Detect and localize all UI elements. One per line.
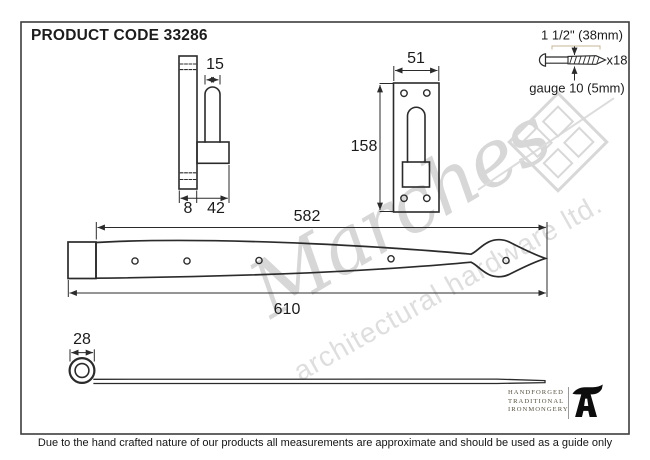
product-code-title: PRODUCT CODE 33286 (31, 27, 208, 44)
screw-drawing (538, 45, 607, 81)
dim-plate-width: 51 (407, 49, 425, 67)
screw-length-label: 1 1/2" (38mm) (541, 27, 623, 42)
brand-text-block: HANDFORGED TRADITIONAL IRONMONGERY (508, 389, 569, 415)
disclaimer-text: Due to the hand crafted nature of our pr… (37, 437, 613, 449)
strap-front-view-drawing (67, 222, 549, 297)
dim-eye-width: 28 (73, 331, 91, 348)
dim-plate-height: 158 (350, 138, 378, 155)
strap-side-view-drawing (68, 349, 546, 385)
dim-overall-length: 610 (273, 301, 301, 318)
pin-front-view-drawing (377, 66, 440, 213)
dim-pin-width: 15 (206, 56, 224, 73)
brand-line-2: TRADITIONAL (508, 397, 565, 405)
pin-side-view-drawing (178, 55, 230, 203)
brand-divider-line (568, 387, 569, 419)
brand-line-1: HANDFORGED (508, 389, 564, 396)
screw-quantity-label: x18 (606, 52, 628, 67)
dim-strap-length: 582 (293, 208, 321, 225)
screw-gauge-label: gauge 10 (5mm) (529, 80, 625, 96)
dim-pin-offset: 42 (207, 199, 225, 217)
dim-plate-thickness: 8 (183, 199, 193, 217)
brand-line-3: IRONMONGERY (508, 406, 569, 413)
anvil-logo-icon (572, 384, 603, 417)
drawing-border (20, 21, 630, 435)
